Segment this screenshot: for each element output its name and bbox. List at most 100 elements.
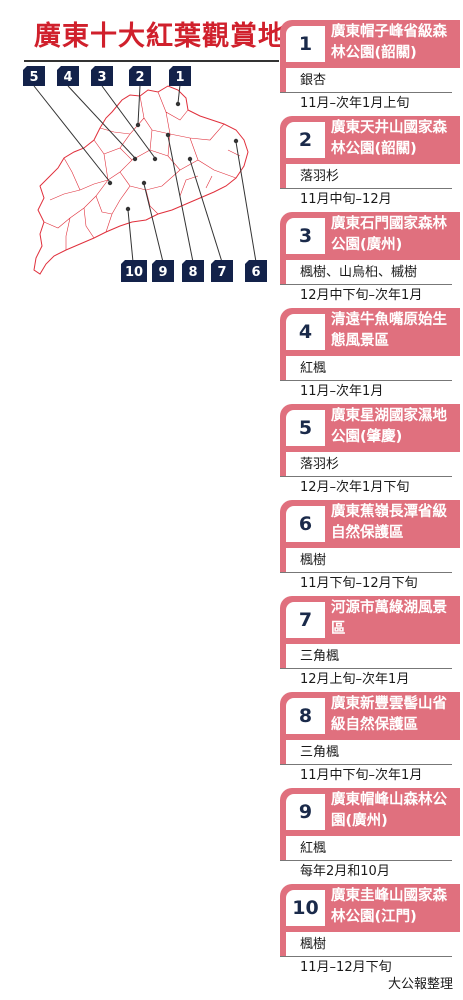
entry-number: 7 bbox=[286, 602, 325, 638]
entry-number: 6 bbox=[286, 506, 325, 542]
entry-name: 廣東蕉嶺長潭省級自然保護區 bbox=[331, 504, 447, 541]
location-dots bbox=[107, 101, 239, 212]
entry-period: 11月–次年1月上旬 bbox=[300, 96, 410, 111]
map-marker-9: 9 bbox=[152, 260, 174, 282]
entry-header: 2 廣東天井山國家森林公園(韶關) bbox=[280, 116, 460, 164]
entry-name: 清遠牛魚嘴原始生態風景區 bbox=[331, 312, 447, 349]
entry-tree: 楓樹、山烏桕、槭樹 bbox=[300, 265, 418, 280]
map-marker-3: 3 bbox=[91, 66, 113, 86]
entry-period: 11月中旬–12月 bbox=[300, 192, 392, 207]
leader-10 bbox=[127, 209, 134, 263]
location-dot-6 bbox=[233, 138, 239, 144]
entry-period: 11月下旬–12月下旬 bbox=[300, 576, 418, 591]
entry-header: 5 廣東星湖國家濕地公園(肇慶) bbox=[280, 404, 460, 452]
svg-text:6: 6 bbox=[251, 265, 260, 280]
title-divider bbox=[24, 60, 279, 62]
leader-2 bbox=[137, 85, 141, 125]
entry-number: 8 bbox=[286, 698, 325, 734]
list-item: 4 清遠牛魚嘴原始生態風景區 紅楓 11月–次年1月 bbox=[280, 308, 463, 399]
list-item: 2 廣東天井山國家森林公園(韶關) 落羽杉 11月中旬–12月 bbox=[280, 116, 463, 207]
list-item: 5 廣東星湖國家濕地公園(肇慶) 落羽杉 12月–次年1月下旬 bbox=[280, 404, 463, 495]
entry-name: 廣東天井山國家森林公園(韶關) bbox=[331, 120, 447, 157]
entry-name: 廣東新豐雲髻山省級自然保護區 bbox=[331, 696, 447, 733]
entry-number: 3 bbox=[286, 218, 325, 254]
entry-header: 8 廣東新豐雲髻山省級自然保護區 bbox=[280, 692, 460, 740]
entry-tree: 落羽杉 bbox=[300, 169, 340, 184]
entry-tree: 楓樹 bbox=[300, 937, 327, 952]
entry-name: 廣東星湖國家濕地公園(肇慶) bbox=[331, 408, 447, 445]
entry-number: 2 bbox=[286, 122, 325, 158]
entry-period: 11月中下旬–次年1月 bbox=[300, 768, 423, 783]
entry-header: 1 廣東帽子峰省級森林公園(韶關) bbox=[280, 20, 460, 68]
map-marker-1: 1 bbox=[169, 66, 191, 86]
leader-1 bbox=[177, 84, 181, 104]
map-marker-5: 5 bbox=[23, 66, 45, 86]
entry-header: 4 清遠牛魚嘴原始生態風景區 bbox=[280, 308, 460, 356]
entry-tree: 落羽杉 bbox=[300, 457, 340, 472]
location-dot-5 bbox=[107, 180, 113, 186]
entry-header: 6 廣東蕉嶺長潭省級自然保護區 bbox=[280, 500, 460, 548]
list-item: 6 廣東蕉嶺長潭省級自然保護區 楓樹 11月下旬–12月下旬 bbox=[280, 500, 463, 591]
svg-text:4: 4 bbox=[63, 70, 72, 85]
list-item: 9 廣東帽峰山森林公園(廣州) 紅楓 每年2月和10月 bbox=[280, 788, 463, 879]
location-dot-1 bbox=[175, 101, 181, 107]
entry-tree: 三角楓 bbox=[300, 745, 340, 760]
svg-text:8: 8 bbox=[188, 265, 197, 280]
list-item: 10 廣東圭峰山國家森林公園(江門) 楓樹 11月–12月下旬 bbox=[280, 884, 463, 975]
entry-period: 每年2月和10月 bbox=[300, 864, 390, 879]
entry-tree: 三角楓 bbox=[300, 649, 340, 664]
leader-3 bbox=[101, 85, 156, 159]
leader-5 bbox=[33, 85, 111, 183]
entry-number: 9 bbox=[286, 794, 325, 830]
list-item: 1 廣東帽子峰省級森林公園(韶關) 銀杏 11月–次年1月上旬 bbox=[280, 20, 463, 111]
entry-tree: 楓樹 bbox=[300, 553, 327, 568]
source-credit: 大公報整理 bbox=[387, 977, 453, 992]
map-marker-8: 8 bbox=[182, 260, 204, 282]
svg-text:2: 2 bbox=[135, 70, 144, 85]
entry-header: 3 廣東石門國家森林公園(廣州) bbox=[280, 212, 460, 260]
entry-number: 10 bbox=[286, 890, 325, 926]
svg-text:5: 5 bbox=[29, 70, 38, 85]
entry-header: 9 廣東帽峰山森林公園(廣州) bbox=[280, 788, 460, 836]
entry-period: 11月–次年1月 bbox=[300, 384, 384, 399]
guangdong-map: 5 4 3 2 1 10 9 8 7 6 bbox=[23, 66, 267, 282]
entry-name: 廣東帽子峰省級森林公園(韶關) bbox=[331, 24, 447, 61]
location-dot-8 bbox=[165, 132, 171, 138]
map-marker-7: 7 bbox=[211, 260, 233, 282]
svg-text:7: 7 bbox=[217, 265, 226, 280]
map-marker-6: 6 bbox=[245, 260, 267, 282]
leader-6 bbox=[235, 141, 257, 263]
map-marker-10: 10 bbox=[121, 260, 147, 282]
province-outline bbox=[33, 85, 249, 275]
location-dot-4 bbox=[132, 156, 138, 162]
location-dot-9 bbox=[141, 180, 147, 186]
entry-tree: 紅楓 bbox=[300, 361, 327, 376]
leader-7 bbox=[189, 159, 223, 263]
svg-text:10: 10 bbox=[125, 265, 143, 280]
leader-4 bbox=[67, 85, 136, 159]
list-item: 3 廣東石門國家森林公園(廣州) 楓樹、山烏桕、槭樹 12月中下旬–次年1月 bbox=[280, 212, 463, 303]
entry-header: 7 河源市萬綠湖風景區 bbox=[280, 596, 460, 644]
entry-name: 廣東圭峰山國家森林公園(江門) bbox=[331, 888, 447, 925]
entry-number: 4 bbox=[286, 314, 325, 350]
list-item: 7 河源市萬綠湖風景區 三角楓 12月上旬–次年1月 bbox=[280, 596, 463, 687]
entry-number: 5 bbox=[286, 410, 325, 446]
entry-number: 1 bbox=[286, 26, 325, 62]
map-marker-4: 4 bbox=[57, 66, 79, 86]
leader-8 bbox=[167, 135, 194, 263]
location-dot-3 bbox=[152, 156, 158, 162]
entry-tree: 紅楓 bbox=[300, 841, 327, 856]
svg-text:9: 9 bbox=[158, 265, 167, 280]
entry-period: 12月中下旬–次年1月 bbox=[300, 288, 423, 303]
svg-text:3: 3 bbox=[97, 70, 106, 85]
entry-name: 河源市萬綠湖風景區 bbox=[331, 600, 447, 637]
svg-text:1: 1 bbox=[175, 70, 184, 85]
location-dot-2 bbox=[135, 122, 141, 128]
leader-lines bbox=[33, 84, 257, 263]
entry-header: 10 廣東圭峰山國家森林公園(江門) bbox=[280, 884, 460, 932]
entry-name: 廣東石門國家森林公園(廣州) bbox=[331, 216, 447, 253]
location-dot-10 bbox=[125, 206, 131, 212]
leader-9 bbox=[143, 183, 164, 263]
entry-name: 廣東帽峰山森林公園(廣州) bbox=[331, 792, 447, 829]
page-title: 廣東十大紅葉觀賞地 bbox=[34, 21, 286, 52]
